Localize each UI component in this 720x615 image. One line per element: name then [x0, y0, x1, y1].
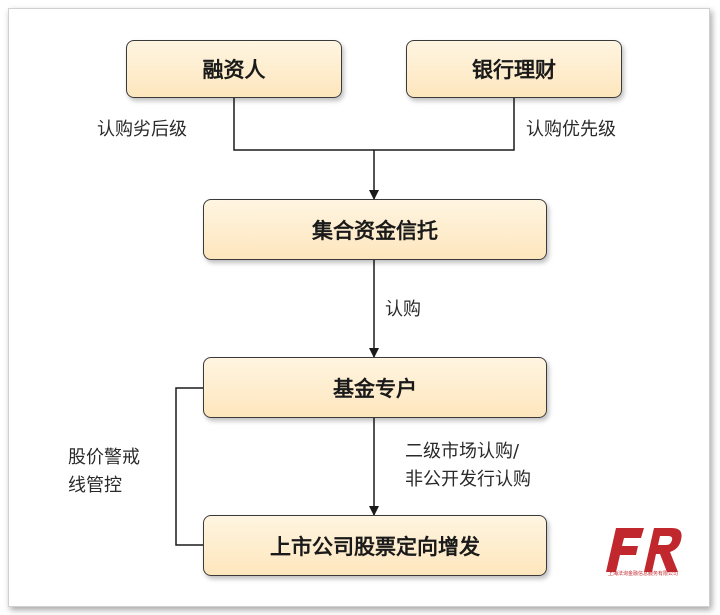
edge-label-senior: 认购优先级 — [526, 119, 616, 140]
logo-subtitle: 上海法询金融信息服务有限公司 — [607, 571, 678, 577]
node-bank-wealth-label: 银行理财 — [472, 58, 556, 82]
diagram-frame — [8, 8, 710, 607]
node-placement: 上市公司股票定向增发 — [203, 515, 547, 576]
connector-bank — [374, 97, 515, 151]
connector-financier — [233, 97, 374, 151]
edge-label-warning-line2: 线管控 — [68, 475, 122, 496]
node-trust: 集合资金信托 — [203, 199, 547, 260]
edge-label-subordinate: 认购劣后级 — [97, 119, 187, 140]
node-bank-wealth: 银行理财 — [406, 40, 622, 98]
warning-control-bracket — [175, 387, 203, 546]
fr-logo — [606, 528, 682, 572]
edge-label-market-line1: 二级市场认购/ — [405, 441, 520, 462]
node-financier-label: 融资人 — [202, 58, 266, 82]
edge-label-warning-line1: 股价警戒 — [68, 447, 140, 468]
edge-label-subscribe: 认购 — [385, 299, 421, 320]
node-fund: 基金专户 — [203, 357, 547, 418]
node-trust-label: 集合资金信托 — [312, 218, 438, 243]
node-fund-label: 基金专户 — [333, 376, 417, 401]
node-financier: 融资人 — [126, 40, 342, 98]
node-placement-label: 上市公司股票定向增发 — [270, 534, 480, 559]
edge-label-market-line2: 非公开发行认购 — [405, 469, 531, 490]
